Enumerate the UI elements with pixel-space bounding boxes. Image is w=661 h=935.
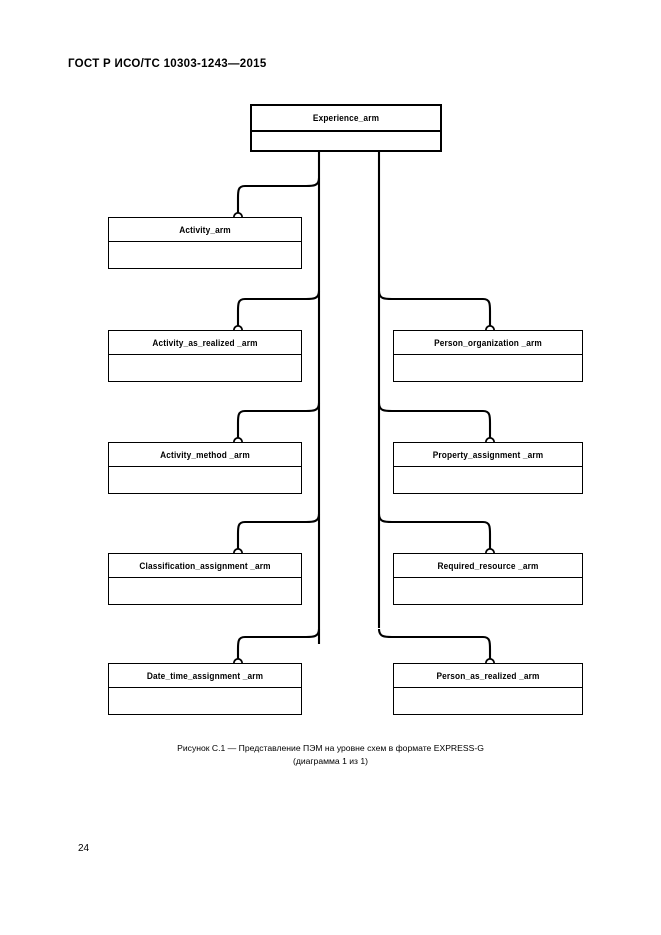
entity-label: Required_resource _arm (437, 560, 539, 571)
entity-label: Experience_arm (312, 112, 380, 124)
figure-caption-line-1: Рисунок С.1 — Представление ПЭМ на уровн… (177, 743, 484, 753)
entity-body-row (252, 132, 440, 150)
entity-body-row (394, 467, 582, 493)
page-number: 24 (78, 843, 90, 854)
entity-label: Person_as_realized _arm (436, 670, 540, 681)
entity-box-experience-arm[interactable]: Experience_arm (250, 104, 442, 152)
entity-body-row (109, 355, 301, 381)
figure-caption: Рисунок С.1 — Представление ПЭМ на уровн… (0, 742, 661, 768)
branch-right-2 (377, 402, 492, 439)
entity-title-row: Property_assignment _arm (394, 443, 582, 467)
entity-body-row (109, 578, 301, 604)
document-header: ГОСТ Р ИСО/ТС 10303-1243—2015 (68, 58, 267, 70)
entity-title-row: Experience_arm (252, 106, 440, 132)
branch-right-3 (377, 513, 492, 550)
entity-box-person-as-realized-arm[interactable]: Person_as_realized _arm (393, 663, 583, 715)
branch-right-1 (377, 290, 492, 327)
entity-label: Activity_as_realized _arm (152, 337, 258, 348)
entity-box-activity-method-arm[interactable]: Activity_method _arm (108, 442, 302, 494)
entity-label: Activity_method _arm (160, 449, 250, 460)
branch-left-4 (236, 513, 321, 550)
entity-title-row: Activity_method _arm (109, 443, 301, 467)
branch-left-3 (236, 402, 321, 439)
entity-label: Property_assignment _arm (432, 449, 544, 460)
branch-left-5 (236, 628, 321, 660)
entity-box-activity-as-realized-arm[interactable]: Activity_as_realized _arm (108, 330, 302, 382)
entity-body-row (394, 578, 582, 604)
entity-body-row (109, 688, 301, 714)
entity-title-row: Activity_arm (109, 218, 301, 242)
branch-right-4 (377, 628, 492, 660)
entity-title-row: Activity_as_realized _arm (109, 331, 301, 355)
entity-label: Person_organization _arm (434, 337, 542, 348)
entity-box-property-assignment-arm[interactable]: Property_assignment _arm (393, 442, 583, 494)
entity-title-row: Person_organization _arm (394, 331, 582, 355)
entity-box-activity-arm[interactable]: Activity_arm (108, 217, 302, 269)
entity-box-date-time-assignment-arm[interactable]: Date_time_assignment _arm (108, 663, 302, 715)
entity-box-classification-assignment-arm[interactable]: Classification_assignment _arm (108, 553, 302, 605)
entity-label: Classification_assignment _arm (139, 560, 271, 571)
figure-caption-line-2: (диаграмма 1 из 1) (292, 756, 369, 766)
entity-label: Activity_arm (179, 224, 231, 235)
entity-box-required-resource-arm[interactable]: Required_resource _arm (393, 553, 583, 605)
entity-body-row (109, 242, 301, 268)
entity-body-row (394, 688, 582, 714)
entity-box-person-organization-arm[interactable]: Person_organization _arm (393, 330, 583, 382)
entity-title-row: Person_as_realized _arm (394, 664, 582, 688)
entity-body-row (394, 355, 582, 381)
branch-left-1 (236, 177, 321, 214)
entity-body-row (109, 467, 301, 493)
entity-title-row: Required_resource _arm (394, 554, 582, 578)
entity-title-row: Date_time_assignment _arm (109, 664, 301, 688)
branch-left-2 (236, 290, 321, 327)
entity-title-row: Classification_assignment _arm (109, 554, 301, 578)
entity-label: Date_time_assignment _arm (146, 670, 264, 681)
